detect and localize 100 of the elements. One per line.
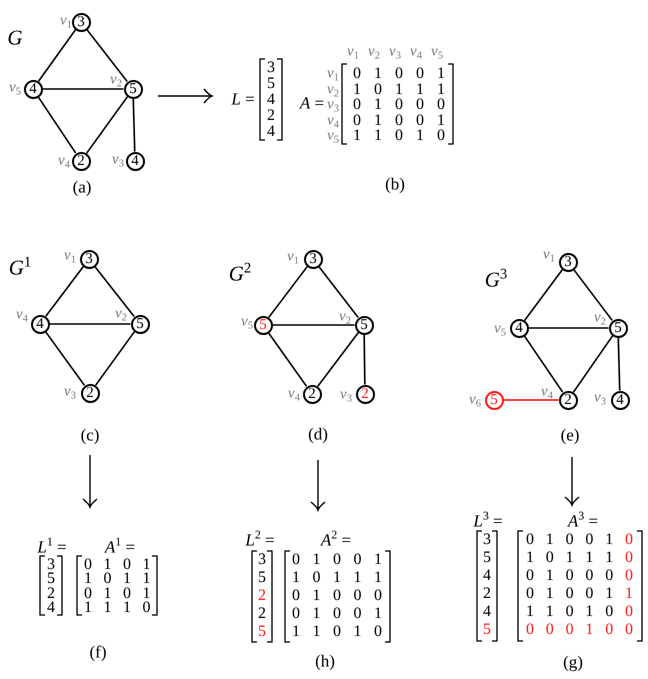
vertex-name: v$_{1}$ xyxy=(287,250,299,264)
graph-edge xyxy=(45,266,84,317)
vector-entry: 4 xyxy=(483,568,491,584)
matrix-entry: 0 xyxy=(605,568,614,584)
vertex-name: v$_{2}$ xyxy=(339,310,351,324)
equation-label: A$^{2}$ = xyxy=(320,532,352,548)
matrix-entry: 1 xyxy=(84,571,92,588)
matrix-entry: 0 xyxy=(395,112,403,128)
vertex-name: v$_{5}$ xyxy=(494,322,506,336)
graph-name: G$^{3}$ xyxy=(484,270,508,290)
vector-entry: 2 xyxy=(47,586,55,602)
vertex-circle: 3 xyxy=(72,12,90,32)
matrix-entry: 1 xyxy=(312,606,320,622)
graph-edge xyxy=(38,96,76,154)
matrix-entry: 0 xyxy=(625,568,633,584)
graph-edge xyxy=(318,266,359,318)
vertex-circle: 4 xyxy=(610,390,630,410)
equation-label: L$^{3}$ = xyxy=(473,512,503,530)
vertex-circle: 4 xyxy=(510,318,528,338)
graph-edge xyxy=(524,335,564,393)
graph-edge xyxy=(38,29,76,82)
vertex-circle: 2 xyxy=(302,384,322,404)
matrix-entry: 0 xyxy=(292,588,300,604)
matrix-entry: 0 xyxy=(312,570,320,586)
matrix-entry: 1 xyxy=(354,570,362,586)
equation-label: L$^{2}$ = xyxy=(245,532,275,548)
vertex-name: v$_{3}$ xyxy=(594,390,606,406)
matrix-entry: 1 xyxy=(374,570,382,586)
matrix-entry: 1 xyxy=(312,552,320,568)
vertex-name: v$_{2}$ xyxy=(594,310,606,326)
vector-entry: 2 xyxy=(258,588,266,604)
vector-entry: 2 xyxy=(483,586,491,602)
matrix-entry: 1 xyxy=(585,550,594,566)
vertex-name: v$_{3}$ xyxy=(112,152,124,168)
matrix-entry: 0 xyxy=(625,550,633,566)
vertex-name: v$_{1}$ xyxy=(543,248,555,262)
matrix-entry: 0 xyxy=(354,588,362,604)
matrix-entry: 0 xyxy=(605,622,614,638)
column-header: v$_{5}$ xyxy=(431,44,443,60)
vector-entry: 3 xyxy=(483,532,491,548)
column-header: v$_{3}$ xyxy=(389,44,401,60)
matrix-entry: 1 xyxy=(546,604,554,620)
matrix-entry: 1 xyxy=(585,604,594,620)
matrix-entry: 1 xyxy=(437,82,445,98)
graph-edge xyxy=(86,96,128,154)
matrix-entry: 1 xyxy=(605,532,614,548)
vector-entry: 3 xyxy=(47,557,55,573)
vector-entry: 4 xyxy=(47,600,55,616)
vertex-circle: 4 xyxy=(126,152,144,170)
graph-edge xyxy=(272,324,354,326)
graph-edge xyxy=(524,269,563,321)
graph-edge xyxy=(268,332,308,387)
matrix-entry: 1 xyxy=(353,128,361,144)
matrix-entry: 0 xyxy=(354,606,362,622)
graph-edge xyxy=(94,331,136,386)
matrix-entry: 0 xyxy=(416,97,424,113)
vertex-name: v$_{4}$ xyxy=(541,384,553,400)
matrix-entry: 1 xyxy=(395,82,403,98)
vector-entry: 2 xyxy=(258,606,266,622)
matrix-entry: 0 xyxy=(437,97,445,113)
vertex-circle: 5 xyxy=(608,318,628,338)
panel-caption: (h) xyxy=(315,652,335,670)
matrix-entry: 0 xyxy=(585,568,594,584)
matrix-entry: 0 xyxy=(353,97,361,113)
matrix-entry: 1 xyxy=(374,66,382,82)
vertex-name: v$_{4}$ xyxy=(288,386,300,402)
vector-entry: 4 xyxy=(267,92,275,108)
matrix-entry: 1 xyxy=(566,550,574,566)
matrix-entry: 0 xyxy=(566,532,574,548)
matrix-entry: 0 xyxy=(374,588,382,604)
vertex-name: v$_{3}$ xyxy=(340,388,352,402)
panel-caption: (d) xyxy=(308,426,328,442)
vertex-name: v$_{3}$ xyxy=(64,384,76,400)
vertex-circle: 5 xyxy=(354,316,374,334)
matrix-entry: 1 xyxy=(312,588,320,604)
panel-caption: (c) xyxy=(80,426,100,444)
matrix-entry: 0 xyxy=(566,568,574,584)
column-header: v$_{4}$ xyxy=(410,44,422,60)
graph-name: G$^{1}$ xyxy=(8,258,32,278)
row-header: v$_{2}$ xyxy=(327,82,339,97)
vertex-circle: 2 xyxy=(72,152,90,170)
vector-entry: 5 xyxy=(483,622,491,638)
matrix-entry: 0 xyxy=(333,588,341,604)
vertex-name: v$_{4}$ xyxy=(16,308,28,322)
matrix-entry: 0 xyxy=(546,622,554,638)
panel-caption: (g) xyxy=(563,654,583,670)
graph-name: G$^{2}$ xyxy=(228,264,252,284)
matrix-entry: 1 xyxy=(605,586,614,602)
matrix-entry: 0 xyxy=(123,586,131,602)
vertex-circle: 5 xyxy=(124,80,142,98)
graph-edge xyxy=(317,332,359,387)
vertex-name: v$_{1}$ xyxy=(64,248,76,264)
panel-caption: (e) xyxy=(560,426,580,444)
matrix-entry: 0 xyxy=(395,128,403,144)
matrix-entry: 0 xyxy=(625,532,633,548)
matrix-entry: 0 xyxy=(416,112,424,128)
matrix-entry: 1 xyxy=(605,550,614,566)
panel-caption: (b) xyxy=(385,176,405,192)
matrix-entry: 0 xyxy=(625,622,633,638)
matrix-entry: 1 xyxy=(546,586,554,602)
